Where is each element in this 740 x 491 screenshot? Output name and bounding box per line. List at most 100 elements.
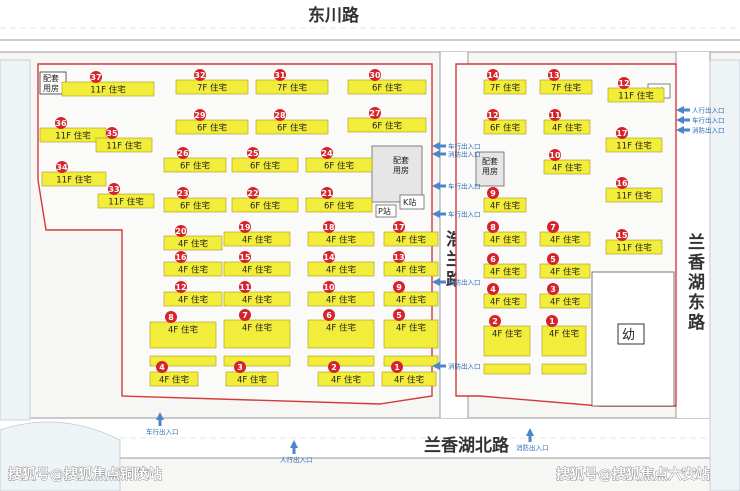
west-support-label-1: 配套 [43, 73, 59, 83]
building-label: 7F 住宅 [551, 83, 581, 94]
building-number-badge [487, 283, 499, 295]
building-number-badge [547, 283, 559, 295]
k-station-mid: K站 [403, 197, 416, 207]
building-6: 4F 住宅6 [307, 309, 375, 367]
building-block [483, 79, 527, 95]
watermark-right: 搜狐号@搜狐焦点六安站 [556, 466, 710, 483]
building-number: 2 [492, 317, 498, 326]
entrance-label: 人行出入口 [280, 455, 313, 464]
building-number-badge [487, 221, 499, 233]
building-block [95, 137, 153, 153]
building-number-badge [156, 361, 168, 373]
building-block [607, 87, 665, 103]
entrance-arrow [676, 106, 690, 114]
entrance-marker: 消防出入口 [432, 150, 481, 159]
building-number: 30 [369, 71, 381, 80]
building-label: 11F 住宅 [108, 197, 143, 208]
building-number-badge [487, 187, 499, 199]
building-8: 4F 住宅8 [483, 221, 527, 247]
building-label: 4F 住宅 [490, 297, 520, 308]
building-number-badge [487, 69, 499, 81]
building-block [231, 157, 299, 173]
building-9: 4F 住宅9 [383, 281, 439, 307]
building-label: 6F 住宅 [490, 123, 520, 134]
west-support-label-2: 用房 [43, 83, 59, 93]
entrance-arrow [432, 150, 446, 158]
building-number: 20 [175, 227, 187, 236]
building-number-badge [323, 309, 335, 321]
entrance-label: 车行出入口 [692, 116, 725, 125]
north-road: 东川路 [0, 0, 740, 53]
entrance-marker: 车行出入口 [432, 182, 481, 191]
building-number: 10 [323, 283, 335, 292]
building-block [483, 119, 527, 135]
entrance-marker: 人行出入口 [280, 440, 313, 464]
p-station-mid: P站 [378, 206, 391, 216]
building-number-badge [239, 281, 251, 293]
building-block [223, 261, 291, 277]
entrance-arrow [290, 440, 298, 454]
building-number: 17 [616, 129, 627, 138]
building-4: 4F 住宅4 [149, 361, 199, 387]
building-block [383, 355, 439, 367]
building-label: 4F 住宅 [242, 235, 272, 246]
building-block [605, 239, 663, 255]
building-15: 11F 住宅 15 [605, 229, 663, 255]
building-label: 4F 住宅 [242, 295, 272, 306]
building-block [383, 319, 439, 349]
building-block [255, 119, 329, 135]
east-support-label-2: 用房 [482, 166, 498, 176]
entrance-label: 车行出入口 [448, 210, 481, 219]
building-number: 4 [490, 285, 496, 294]
building-block [255, 79, 329, 95]
building-number: 15 [616, 231, 628, 240]
building-number-badge [547, 253, 559, 265]
building-label: 4F 住宅 [396, 295, 426, 306]
east-road-label-5: 路 [688, 312, 706, 333]
building-number-badge [234, 361, 246, 373]
building-block [223, 231, 291, 247]
building-label: 7F 住宅 [490, 83, 520, 94]
kindergarten: 幼 [591, 271, 675, 407]
building-number-badge [393, 309, 405, 321]
building-number-badge [90, 71, 102, 83]
building-number: 23 [177, 189, 188, 198]
east-water [709, 59, 740, 491]
building-number: 1 [549, 317, 555, 326]
building-3: 4F 住宅3 [539, 283, 591, 309]
building-7: 4F 住宅7 [223, 309, 291, 367]
building-number-badge [321, 187, 333, 199]
building-2: 4F 住宅2 [317, 361, 375, 387]
building-block [163, 197, 227, 213]
building-label: 4F 住宅 [168, 325, 198, 336]
building-block [605, 137, 663, 153]
building-block [539, 293, 591, 309]
building-number: 22 [247, 189, 258, 198]
entrance-marker: 消防出入口 [516, 428, 549, 452]
building-label: 11F 住宅 [55, 131, 90, 142]
entrance-marker: 消防出入口 [676, 126, 725, 135]
entrance-label: 消防出入口 [448, 362, 481, 371]
building-block [39, 127, 107, 143]
building-number-badge [239, 221, 251, 233]
entrance-label: 车行出入口 [146, 427, 179, 436]
building-block [307, 319, 375, 349]
building-label: 4F 住宅 [396, 265, 426, 276]
building-number-badge [108, 183, 120, 195]
entrance-label: 消防出入口 [448, 278, 481, 287]
building-number-badge [393, 221, 405, 233]
building-label: 11F 住宅 [616, 243, 651, 254]
building-label: 4F 住宅 [490, 267, 520, 278]
